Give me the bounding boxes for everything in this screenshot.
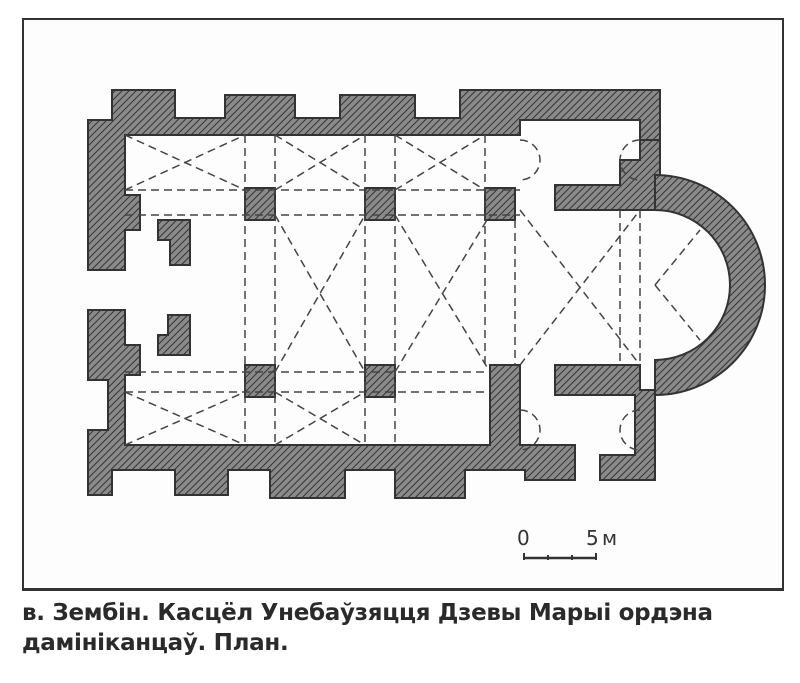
scale-bar: 0 5 м bbox=[517, 526, 617, 560]
figure-caption: в. Зембін. Касцёл Унебаўзяцця Дзевы Мары… bbox=[22, 598, 792, 658]
caption-line-1: в. Зембін. Касцёл Унебаўзяцця Дзевы Мары… bbox=[22, 600, 713, 626]
vault-lines bbox=[124, 134, 701, 451]
scale-unit-label: м bbox=[602, 526, 617, 550]
piers bbox=[244, 187, 516, 398]
church-floor-plan: 0 5 м bbox=[87, 89, 766, 560]
walls bbox=[87, 89, 766, 499]
scale-zero-label: 0 bbox=[517, 526, 530, 550]
scale-five-label: 5 bbox=[586, 526, 599, 550]
caption-line-2: дамініканцаў. План. bbox=[22, 630, 289, 656]
